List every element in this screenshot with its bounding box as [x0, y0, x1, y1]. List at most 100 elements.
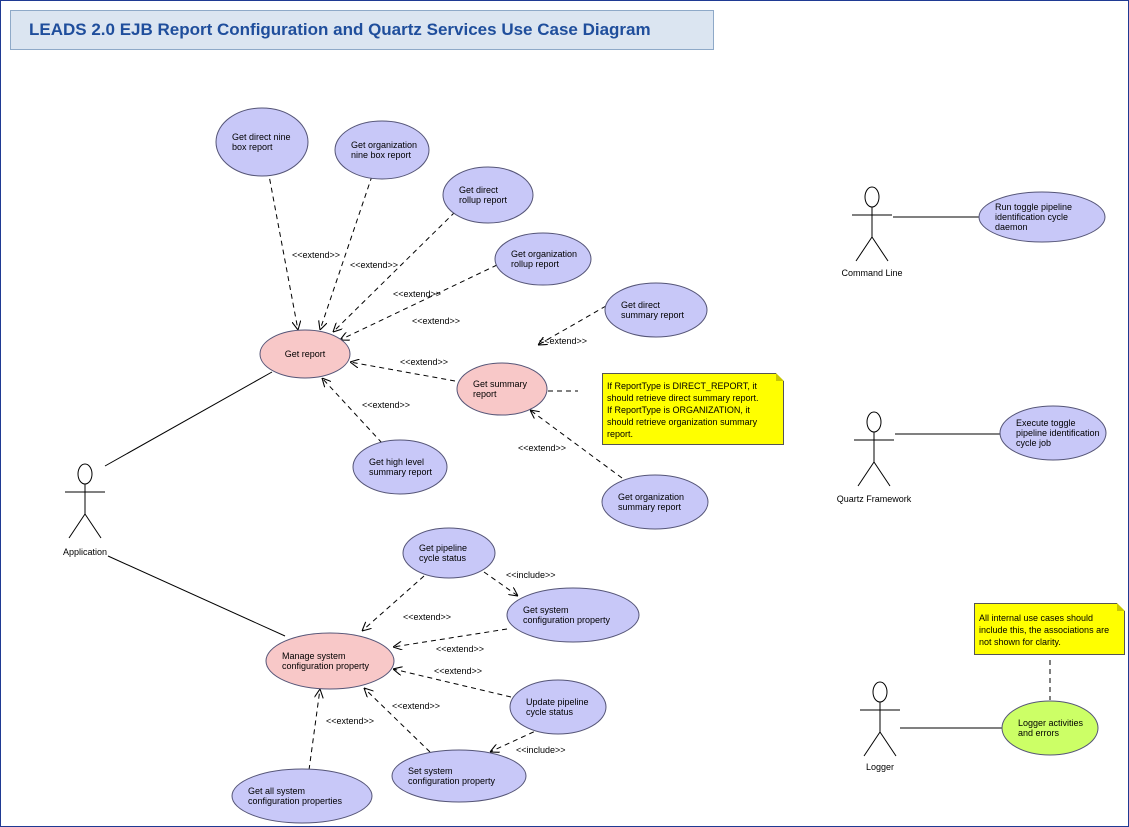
usecase-label: Get report [285, 349, 326, 359]
dependency-line [364, 688, 431, 753]
usecase-label: identification cycle [995, 212, 1068, 222]
usecase-ellipse [494, 232, 592, 286]
usecase-label: Update pipeline [526, 697, 589, 707]
label-layer: <<extend>> <<extend>> <<extend>> <<extend>>… [292, 250, 587, 755]
usecase-label: Get high level [369, 457, 424, 467]
dependency-line [393, 628, 508, 647]
actor-head [77, 463, 93, 485]
usecase-label: Get direct [459, 185, 499, 195]
stereotype-label: <<extend>> [403, 612, 451, 622]
stereotype-label: <<extend>> [400, 357, 448, 367]
usecase-label: summary report [621, 310, 685, 320]
usecase-label: cycle status [419, 553, 467, 563]
usecase-ellipse [334, 120, 430, 180]
usecase-label: Get direct nine [232, 132, 291, 142]
actor-label: Quartz Framework [837, 494, 912, 504]
usecase-label: Get organization [511, 249, 577, 259]
note-line: report. [607, 429, 634, 439]
usecase-label: cycle job [1016, 438, 1051, 448]
actor-head [872, 681, 888, 703]
association-line [107, 555, 286, 637]
note-fold [776, 373, 784, 381]
usecase-label: Set system [408, 766, 453, 776]
actor-command-line[interactable]: Command Line [841, 186, 903, 278]
note-line: If ReportType is DIRECT_REPORT, it [607, 381, 757, 391]
usecase-ellipse [1001, 700, 1099, 756]
usecase-ellipse [231, 768, 373, 824]
usecase-label: Get system [523, 605, 569, 615]
dependency-layer [267, 169, 1051, 771]
usecase-label: configuration property [408, 776, 496, 786]
dependency-line [393, 669, 512, 698]
usecase-ellipse [456, 362, 548, 416]
usecase-ellipse [352, 439, 448, 495]
dependency-line [538, 305, 607, 345]
note-line: All internal use cases should [979, 613, 1094, 623]
usecase-label: cycle status [526, 707, 574, 717]
usecase-label: summary report [369, 467, 433, 477]
usecase-ellipse [506, 587, 640, 643]
usecase-label: Execute toggle [1016, 418, 1076, 428]
actor-quartz[interactable]: Quartz Framework [837, 411, 912, 504]
note-fold [1117, 603, 1125, 611]
actor-logger[interactable]: Logger [860, 681, 900, 772]
actor-leg [863, 731, 881, 757]
actor-label: Command Line [841, 268, 902, 278]
stereotype-label: <<extend>> [362, 400, 410, 410]
actor-leg [84, 513, 102, 539]
actor-label: Application [63, 547, 107, 557]
stereotype-label: <<include>> [506, 570, 556, 580]
usecase-ellipse [391, 749, 527, 803]
dependency-line [483, 571, 518, 596]
note-line: should retrieve organization summary [607, 417, 758, 427]
logger-note: All internal use cases should include th… [974, 603, 1125, 655]
usecase-label: Manage system [282, 651, 346, 661]
usecase-label: Get direct [621, 300, 661, 310]
actor-head [866, 411, 882, 433]
usecase-ellipse [442, 166, 534, 224]
stereotype-label: <<include>> [516, 745, 566, 755]
usecase-label: rollup report [511, 259, 560, 269]
usecase-label: rollup report [459, 195, 508, 205]
usecase-label: report [473, 389, 497, 399]
dependency-line [333, 211, 456, 332]
dependency-line [530, 410, 623, 479]
stereotype-label: <<extend>> [350, 260, 398, 270]
actor-leg [857, 461, 875, 487]
usecase-label: Logger activities [1018, 718, 1084, 728]
stereotype-label: <<extend>> [436, 644, 484, 654]
usecase-ellipse [601, 474, 709, 530]
actor-application[interactable]: Application [63, 463, 107, 557]
stereotype-label: <<extend>> [326, 716, 374, 726]
association-line [104, 371, 273, 467]
dependency-line [340, 264, 498, 340]
usecase-label: Get all system [248, 786, 305, 796]
summary-report-note: If ReportType is DIRECT_REPORT, it shoul… [602, 373, 784, 445]
actor-leg [873, 461, 891, 487]
usecase-label: configuration property [523, 615, 611, 625]
actor-leg [879, 731, 897, 757]
usecase-label: and errors [1018, 728, 1060, 738]
usecase-ellipse [402, 527, 496, 579]
usecase-get-report[interactable]: Get report [259, 329, 351, 379]
actor-head [864, 186, 880, 208]
